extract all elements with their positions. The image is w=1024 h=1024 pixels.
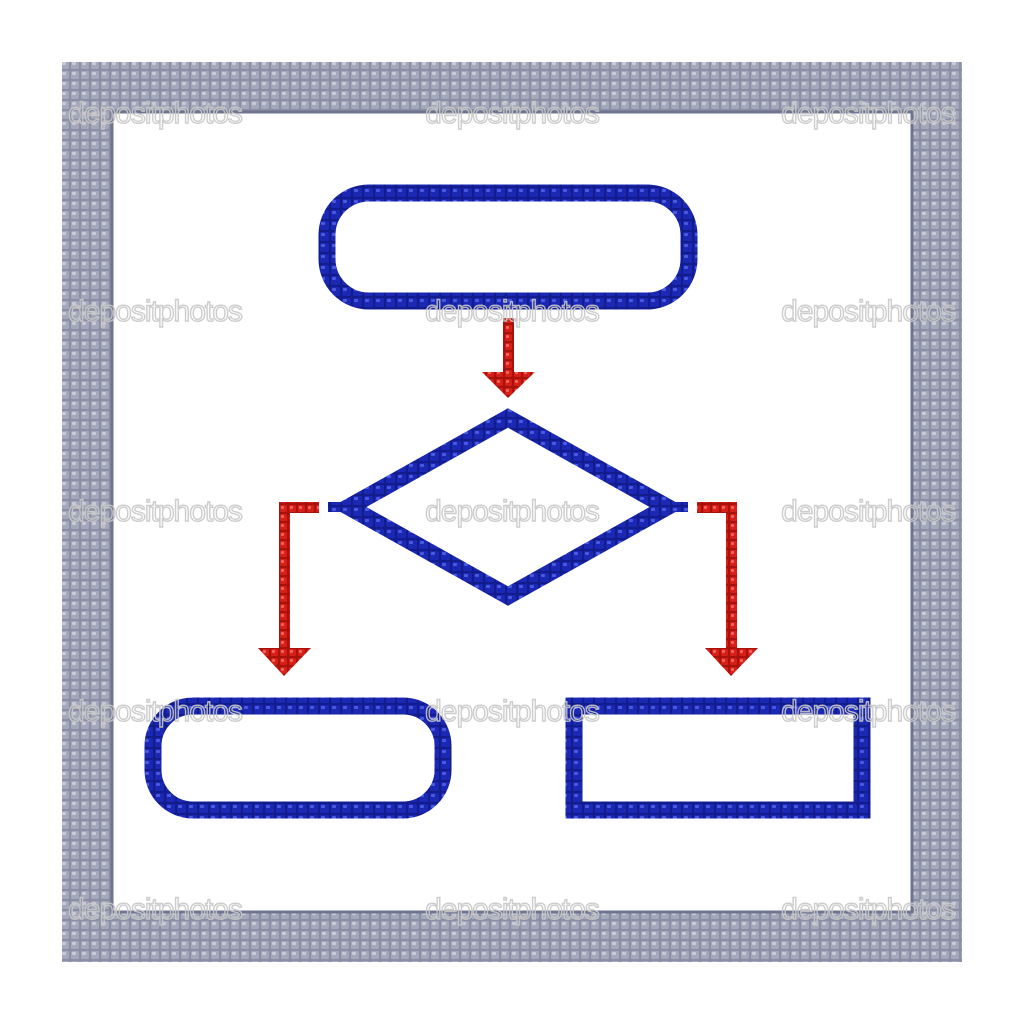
decision-diamond-shape xyxy=(331,408,685,606)
arrow-to-decision xyxy=(482,318,535,398)
arrow-left-branch xyxy=(258,502,319,676)
start-terminator-shape xyxy=(318,184,698,310)
frame-inner-shadow xyxy=(110,110,914,914)
end-terminator-shape xyxy=(144,697,452,819)
decision-left-stub xyxy=(328,502,352,512)
arrow-right-branch xyxy=(697,502,758,676)
decision-right-stub xyxy=(664,502,688,512)
process-box-shape xyxy=(565,697,871,819)
